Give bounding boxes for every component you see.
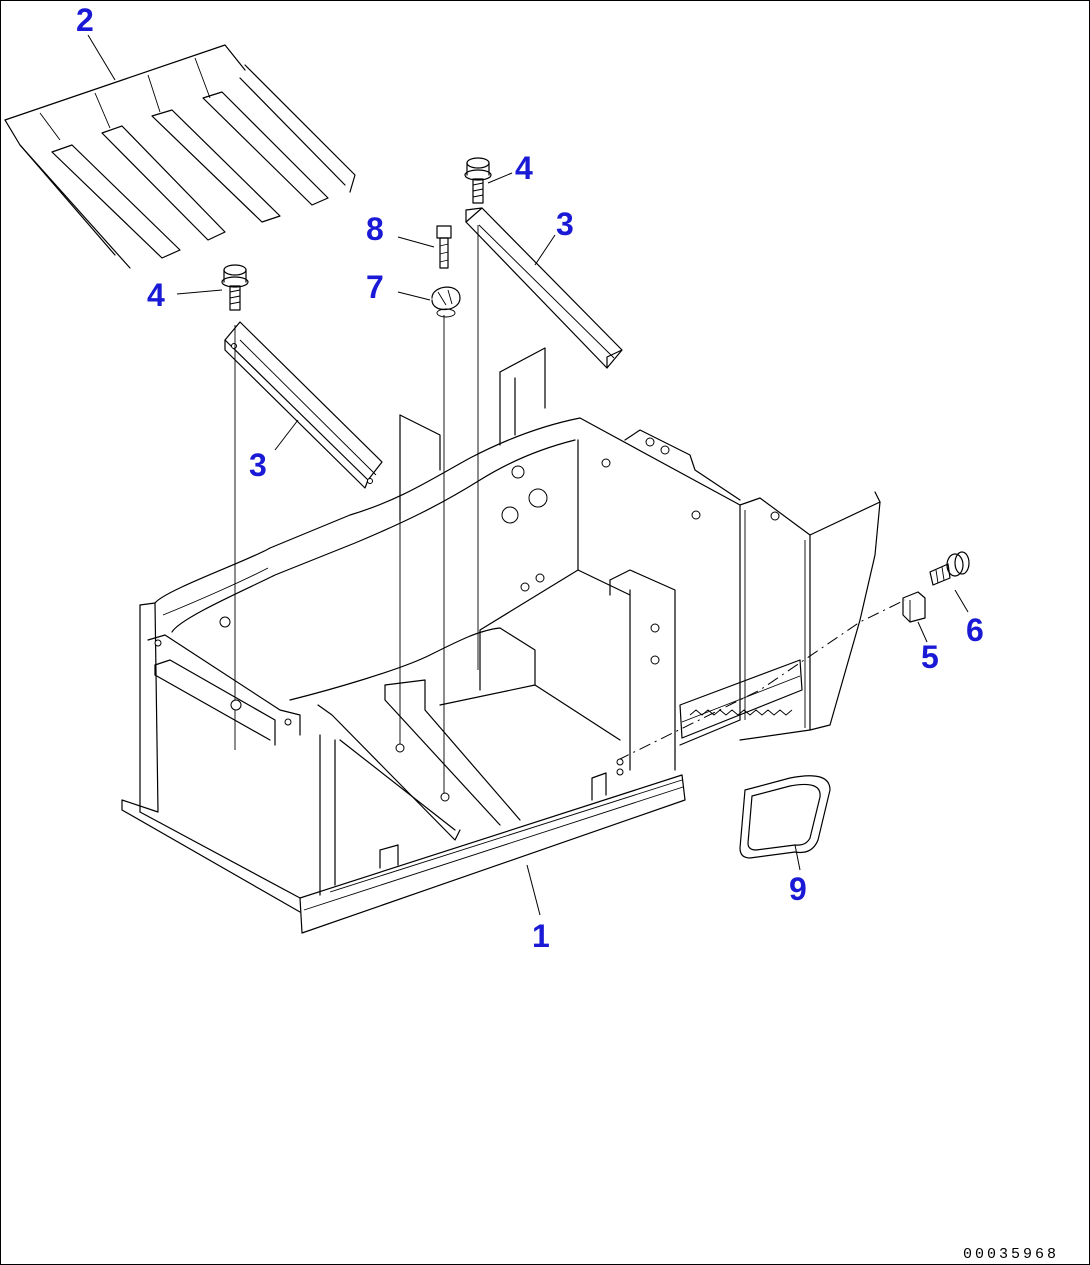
bolt-6 xyxy=(929,551,970,586)
leader-lines xyxy=(87,34,969,916)
callout-4-left: 4 xyxy=(147,277,165,313)
callout-7: 7 xyxy=(366,269,384,305)
seal-9 xyxy=(739,775,831,859)
callout-8: 8 xyxy=(366,211,384,247)
callout-4-right: 4 xyxy=(515,150,533,186)
bolt-4-left xyxy=(221,264,249,311)
clip-5 xyxy=(902,591,926,623)
callout-3-right: 3 xyxy=(556,206,574,242)
bolt-4-right xyxy=(464,157,492,204)
callout-1: 1 xyxy=(532,918,550,954)
callout-6: 6 xyxy=(966,612,984,648)
callout-9: 9 xyxy=(789,871,807,907)
part-1-frame xyxy=(121,347,881,934)
callout-2: 2 xyxy=(76,2,94,38)
callout-3-left: 3 xyxy=(249,447,267,483)
callout-labels: 2 4 4 3 3 8 7 5 6 9 1 xyxy=(76,2,984,954)
alignment-lines xyxy=(234,225,906,795)
spring-washer-7 xyxy=(431,286,461,318)
bracket-3-right xyxy=(465,207,623,369)
drawing-number: 00035968 xyxy=(963,1246,1059,1263)
callout-5: 5 xyxy=(921,639,939,675)
bolt-8 xyxy=(436,225,452,269)
part-2-mat xyxy=(4,44,356,269)
